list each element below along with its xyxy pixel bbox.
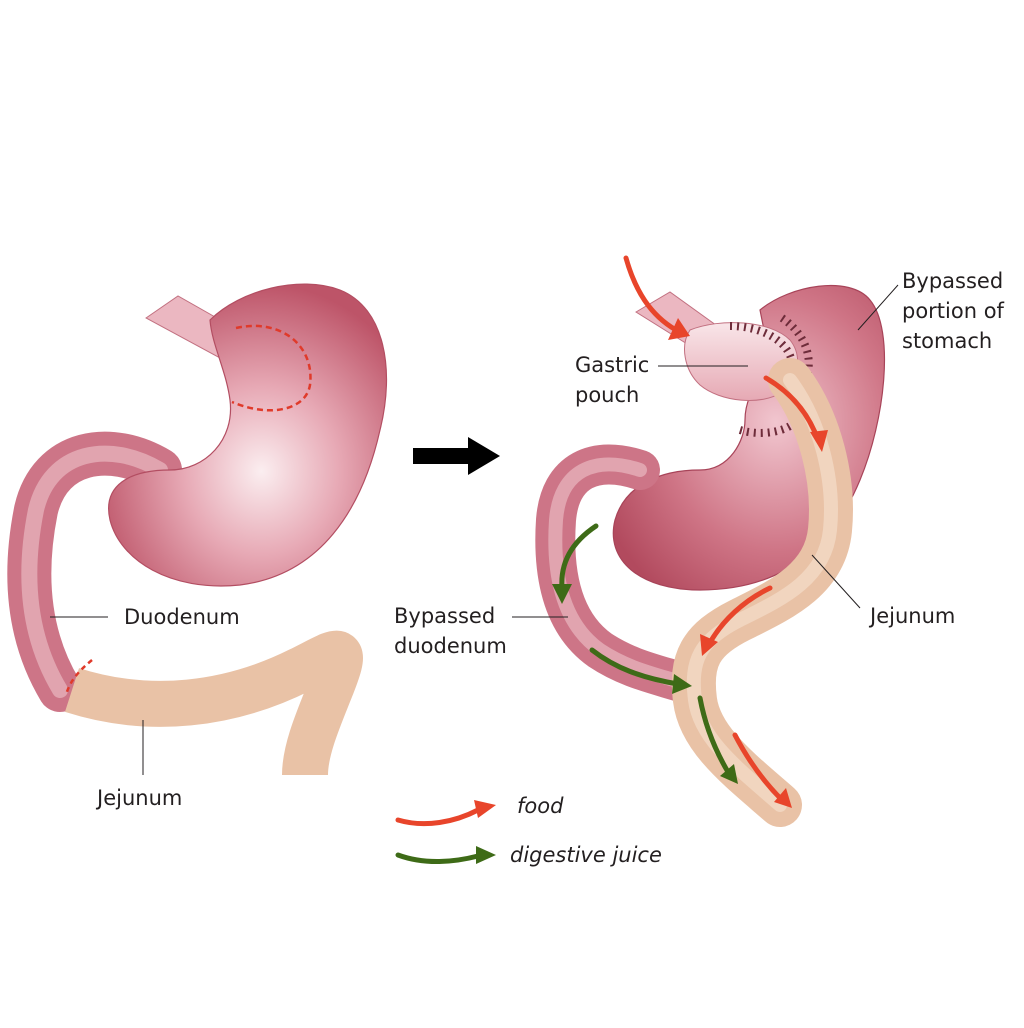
label-gastric-pouch-line2: pouch	[575, 383, 640, 407]
duodenum-left-highlight	[21, 445, 168, 698]
legend-food-label: food	[517, 794, 564, 818]
legend-food-arrowhead	[474, 800, 496, 818]
food-arrows	[623, 255, 821, 803]
juice-arrow-1	[559, 523, 599, 591]
legend-digestive-juice-label: digestive juice	[510, 843, 662, 867]
label-bypassed-duodenum-line2: duodenum	[394, 634, 507, 658]
staple-line-remnant-lower	[738, 422, 793, 437]
food-arrowhead-1	[668, 318, 690, 340]
label-bypassed-portion-line3: stomach	[902, 329, 993, 353]
juice-arrowhead-2	[672, 674, 692, 694]
food-arrowhead-3	[700, 634, 718, 656]
transition-arrow	[413, 437, 500, 475]
juice-arrow-3	[697, 695, 731, 775]
legend-arrows	[395, 800, 496, 864]
label-gastric-pouch: Gastric pouch	[575, 350, 649, 410]
jejunum-left-tube	[64, 631, 363, 777]
food-arrow-4	[732, 732, 785, 803]
cut-line-duodenum-left	[64, 659, 93, 696]
label-jejunum-right: Jejunum	[870, 604, 956, 628]
food-arrowhead-2	[810, 430, 828, 452]
food-arrow-3	[705, 585, 773, 649]
label-bypassed-portion-line2: portion of	[902, 299, 1004, 323]
legend-juice-arrowhead	[476, 846, 496, 864]
legend-juice-arrow	[395, 852, 481, 864]
juice-arrowheads	[552, 584, 738, 784]
juice-arrowhead-1	[552, 584, 572, 604]
label-bypassed-portion: Bypassed portion of stomach	[902, 266, 1004, 356]
legend-food-arrow	[395, 807, 481, 827]
label-duodenum-left: Duodenum	[124, 605, 240, 629]
leader-jejunum-right	[811, 554, 861, 609]
label-bypassed-duodenum-line1: Bypassed	[394, 604, 496, 628]
juice-arrowhead-3	[720, 764, 738, 784]
food-arrowhead-4	[774, 788, 792, 808]
label-bypassed-portion-line1: Bypassed	[902, 269, 1004, 293]
leader-bypassed-portion	[857, 284, 899, 331]
bypass-stomach-group	[512, 255, 899, 827]
label-gastric-pouch-line1: Gastric	[575, 353, 650, 377]
normal-stomach-group	[7, 283, 388, 777]
cut-line-stomach-left	[231, 324, 312, 412]
food-arrowheads	[668, 318, 828, 808]
staple-line-remnant	[779, 314, 813, 373]
label-jejunum-left: Jejunum	[97, 786, 183, 810]
label-bypassed-duodenum: Bypassed duodenum	[394, 601, 507, 661]
staple-line-pouch	[729, 322, 796, 364]
food-arrow-1	[623, 255, 679, 333]
juice-arrows	[559, 523, 731, 775]
juice-arrow-2	[589, 647, 681, 687]
stomach-left-body	[108, 283, 388, 587]
